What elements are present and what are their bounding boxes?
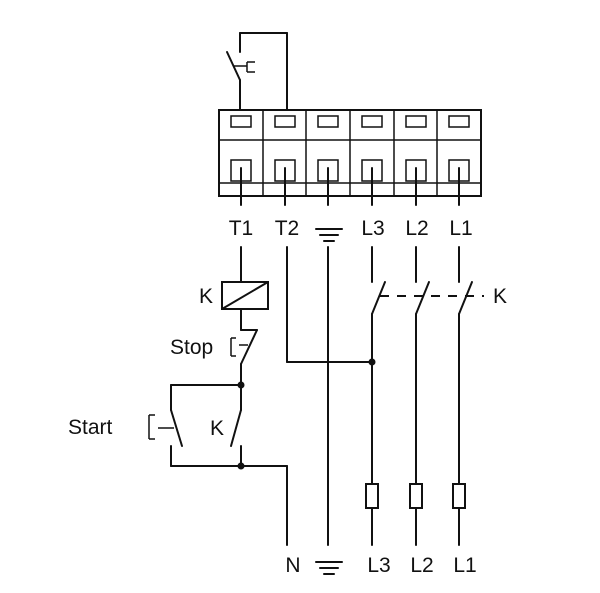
control-circuit <box>148 246 288 546</box>
terminal-label-l2: L2 <box>405 217 428 240</box>
start-button-icon <box>148 414 174 440</box>
stop-label: Stop <box>170 336 213 359</box>
terminal-label-l1: L1 <box>449 217 472 240</box>
supply-label-n: N <box>285 554 300 577</box>
ground-icon-bottom <box>315 561 343 575</box>
terminal-label-t2: T2 <box>275 217 300 240</box>
stop-button-icon <box>230 337 248 357</box>
contactor-label: K <box>493 285 507 308</box>
supply-label-l1: L1 <box>453 554 476 577</box>
terminal-label-l3: L3 <box>361 217 384 240</box>
ground-icon <box>315 228 343 242</box>
supply-label-l2: L2 <box>410 554 433 577</box>
coil-label: K <box>199 285 213 308</box>
terminal-block <box>218 109 482 206</box>
hold-contact-label: K <box>210 417 224 440</box>
terminal-label-t1: T1 <box>229 217 254 240</box>
supply-label-l3: L3 <box>367 554 390 577</box>
start-label: Start <box>68 416 113 439</box>
pressure-switch-icon <box>226 32 288 111</box>
power-circuit <box>286 246 484 546</box>
